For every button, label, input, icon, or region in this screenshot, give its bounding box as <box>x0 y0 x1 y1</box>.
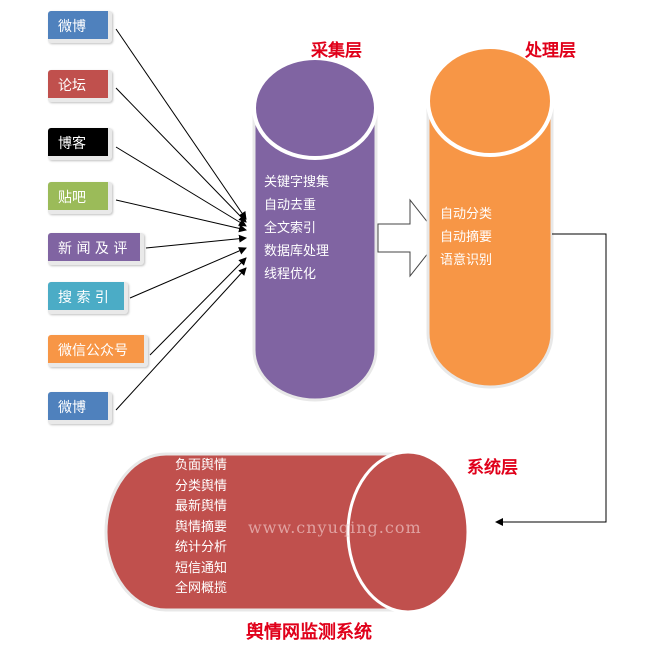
collect-item: 自动去重 <box>264 198 317 213</box>
source-arrows <box>115 28 247 411</box>
system-item: 全网概揽 <box>175 581 228 596</box>
arrow-source-5 <box>145 234 247 249</box>
collect-items: 关键字搜集 自动去重 全文索引 数据库处理 线程优化 <box>264 171 329 286</box>
process-layer-title: 处理层 <box>525 41 576 61</box>
arrow-source-8 <box>115 267 247 411</box>
system-item: 统计分析 <box>175 540 228 555</box>
system-item: 舆情摘要 <box>175 519 228 535</box>
collect-item: 数据库处理 <box>264 244 330 259</box>
source-weibo-2: 微博 <box>48 392 112 424</box>
process-item: 语意识别 <box>440 253 493 268</box>
process-items: 自动分类 自动摘要 语意识别 <box>440 203 492 272</box>
arrow-source-4 <box>115 199 247 233</box>
arrow-source-3 <box>115 146 247 227</box>
arrow-source-1 <box>115 28 247 220</box>
system-item: 负面舆情 <box>175 458 228 473</box>
collect-cylinder <box>252 56 378 402</box>
source-blog: 博客 <box>48 128 112 160</box>
source-search-engine: 搜 索 引 <box>48 282 128 314</box>
watermark-text: www.cnyuqing.com <box>248 518 422 537</box>
collect-item: 全文索引 <box>264 221 317 236</box>
collect-item: 线程优化 <box>264 267 317 282</box>
arrow-source-2 <box>115 87 247 223</box>
system-item: 短信通知 <box>175 560 228 576</box>
process-cylinder <box>426 45 554 389</box>
arrow-source-6 <box>129 247 247 299</box>
process-item: 自动摘要 <box>440 230 493 245</box>
arrow-source-7 <box>149 257 247 356</box>
system-cylinder <box>104 450 470 614</box>
collect-to-process-arrow <box>377 198 441 278</box>
system-item: 分类舆情 <box>175 478 228 494</box>
system-layer-title: 系统层 <box>467 458 518 478</box>
source-wechat-account: 微信公众号 <box>48 335 148 367</box>
system-item: 最新舆情 <box>175 499 228 514</box>
source-tieba: 贴吧 <box>48 182 112 214</box>
collect-item: 关键字搜集 <box>264 175 330 190</box>
process-item: 自动分类 <box>440 207 493 222</box>
process-to-system-connector <box>495 233 607 526</box>
source-forum: 论坛 <box>48 70 112 102</box>
source-news: 新 闻 及 评 <box>48 233 144 265</box>
source-weibo: 微博 <box>48 11 112 43</box>
system-items: 负面舆情 分类舆情 最新舆情 舆情摘要 统计分析 短信通知 全网概揽 <box>175 456 227 600</box>
collect-layer-title: 采集层 <box>311 41 362 61</box>
footer-title: 舆情网监测系统 <box>246 622 372 643</box>
